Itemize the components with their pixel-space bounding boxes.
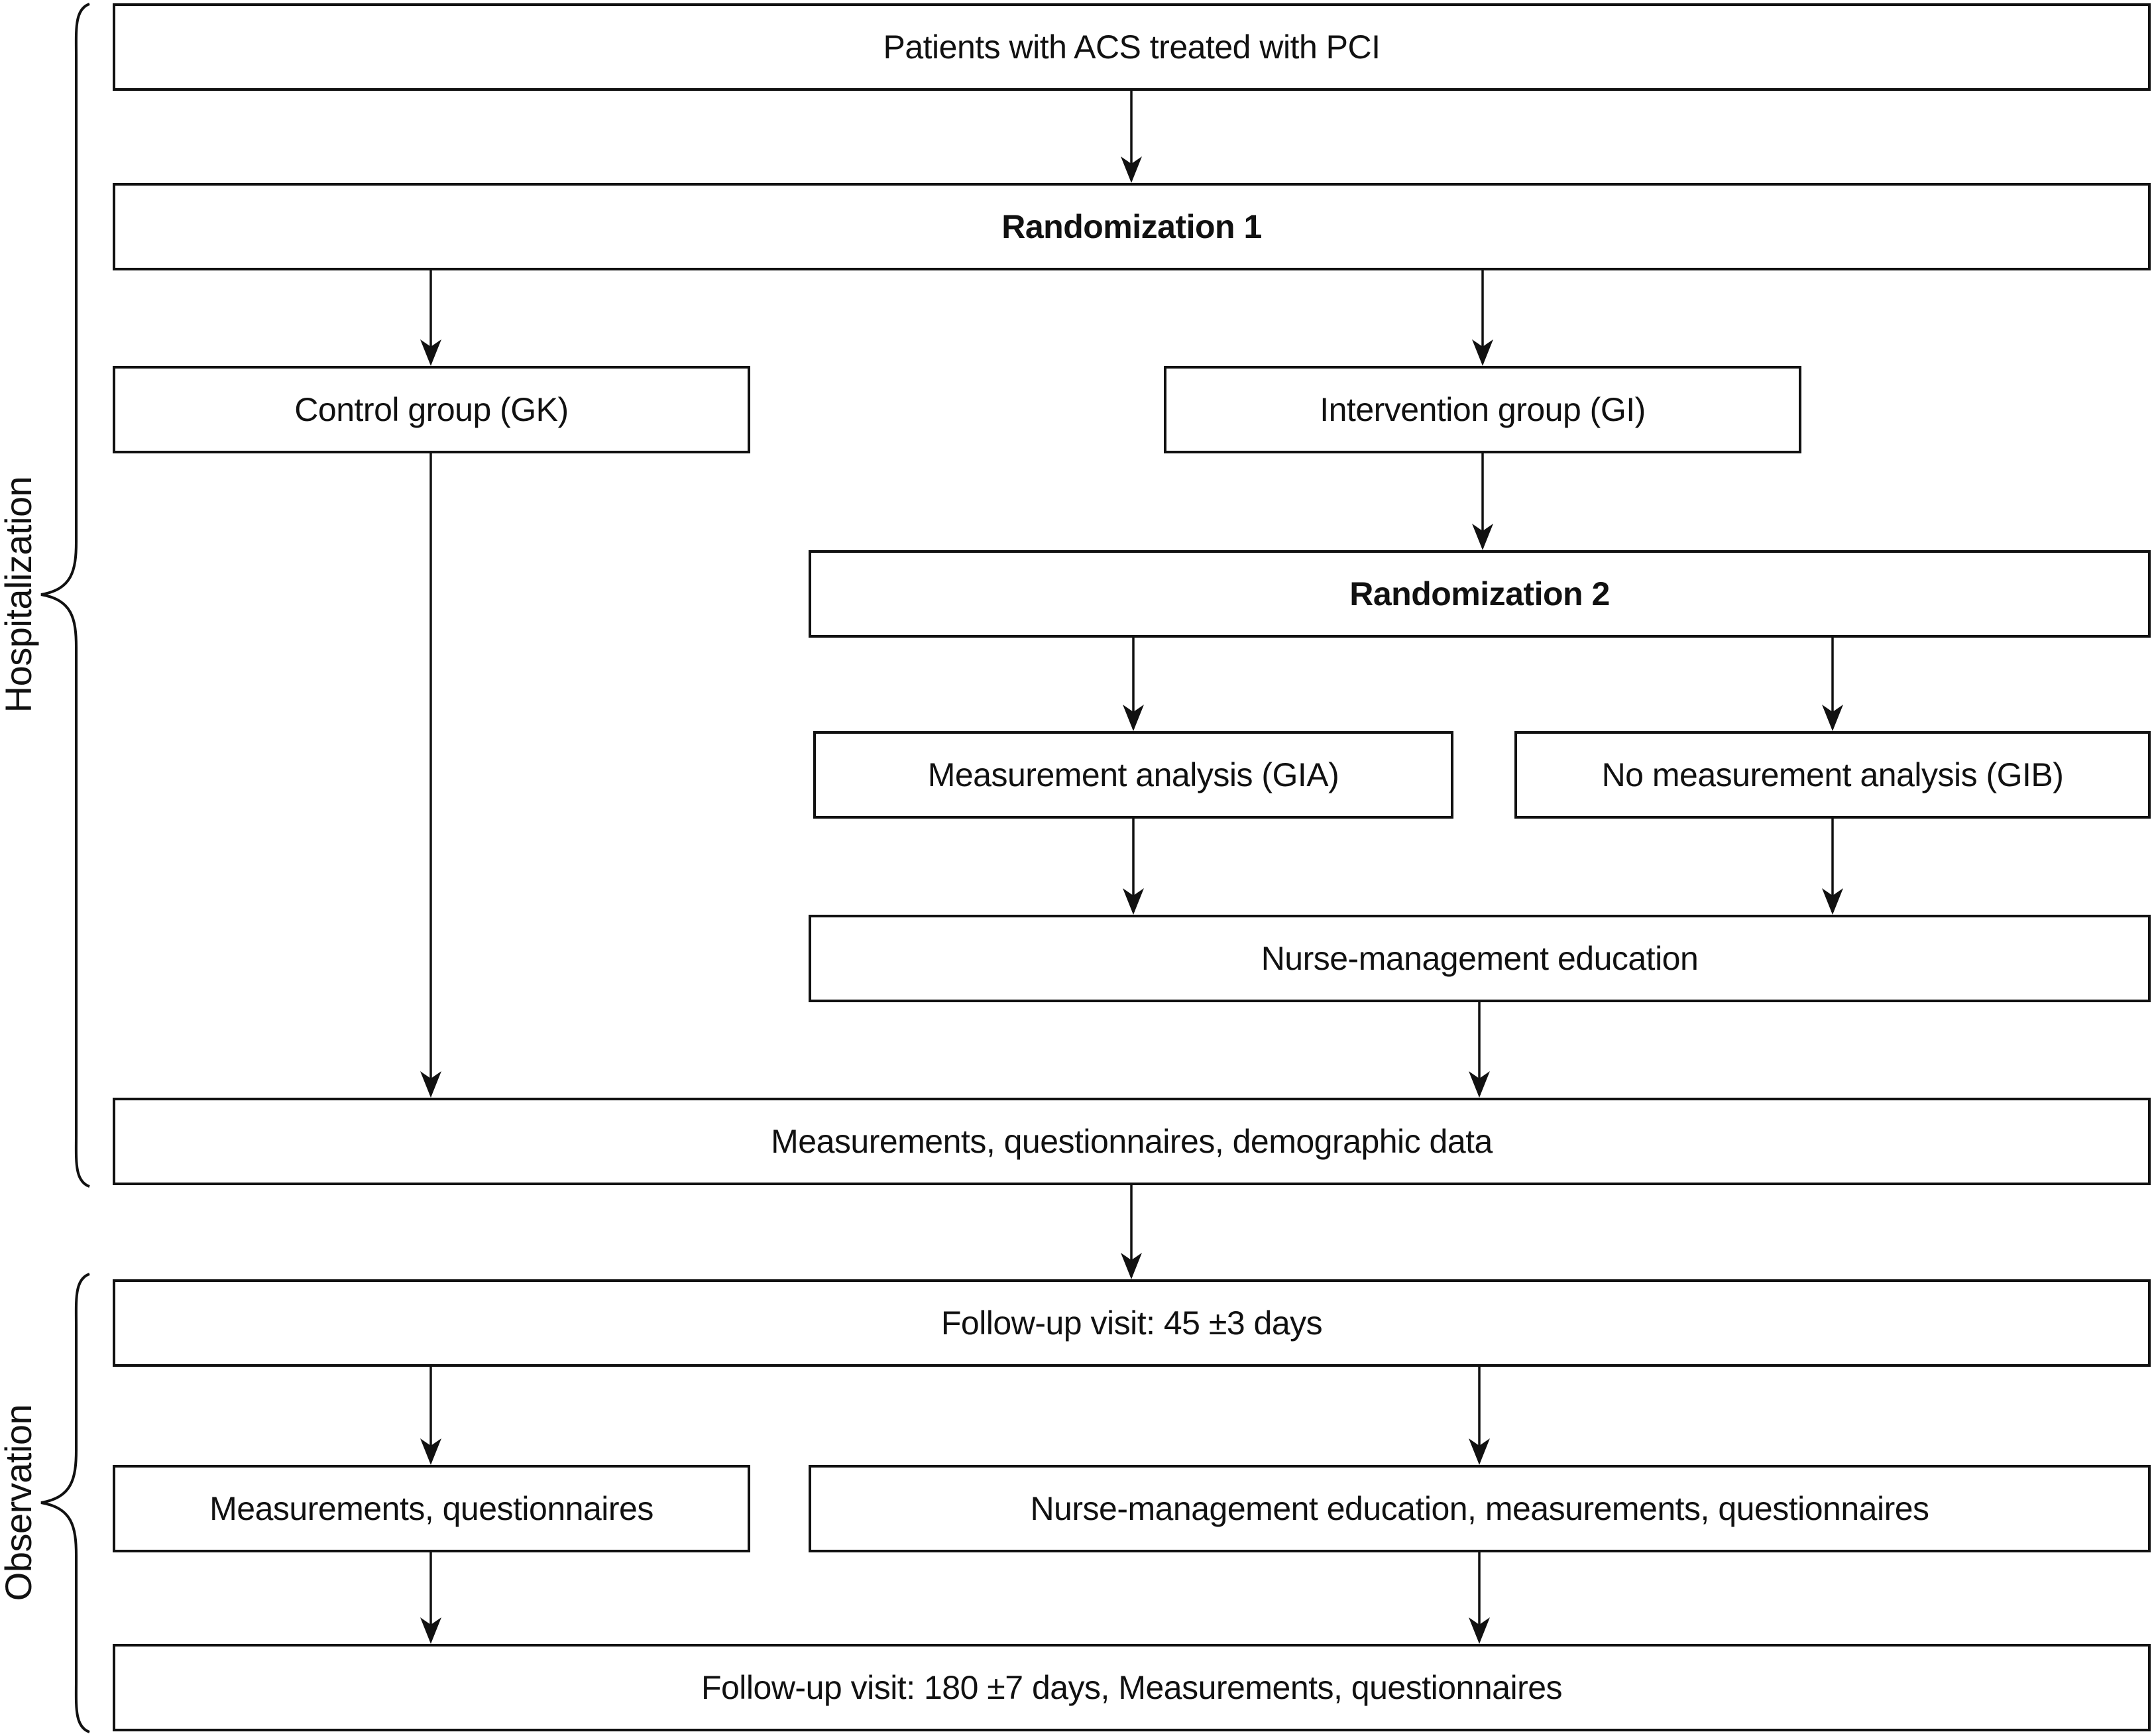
node-randomization-1-label: Randomization 1 [1001, 208, 1262, 245]
phase-label-hospitalization: Hospitalization [0, 476, 39, 713]
node-measurements-questionnaires: Measurements, questionnaires [113, 1465, 750, 1552]
node-measurements-questionnaires-demographic: Measurements, questionnaires, demographi… [113, 1098, 2151, 1185]
node-followup-180: Follow-up visit: 180 ±7 days, Measuremen… [113, 1644, 2151, 1731]
node-control-group: Control group (GK) [113, 366, 750, 453]
node-followup-45: Follow-up visit: 45 ±3 days [113, 1279, 2151, 1367]
node-measurements-questionnaires-label: Measurements, questionnaires [209, 1490, 653, 1527]
hospitalization-brace [40, 3, 90, 1188]
node-no-measurement-analysis-gib: No measurement analysis (GIB) [1514, 731, 2151, 819]
phase-label-observation: Observation [0, 1404, 39, 1601]
node-patients: Patients with ACS treated with PCI [113, 3, 2151, 91]
node-no-measurement-analysis-gib-label: No measurement analysis (GIB) [1601, 756, 2064, 793]
node-measurement-analysis-gia-label: Measurement analysis (GIA) [927, 756, 1339, 793]
node-intervention-group-label: Intervention group (GI) [1320, 391, 1646, 428]
node-followup-45-label: Follow-up visit: 45 ±3 days [940, 1304, 1323, 1342]
node-followup-180-label: Follow-up visit: 180 ±7 days, Measuremen… [701, 1669, 1563, 1706]
node-control-group-label: Control group (GK) [294, 391, 569, 428]
node-nurse-management-education: Nurse-management education [809, 915, 2151, 1002]
node-nurse-management-education-label: Nurse-management education [1261, 940, 1699, 977]
node-randomization-1: Randomization 1 [113, 183, 2151, 270]
node-patients-label: Patients with ACS treated with PCI [883, 29, 1381, 66]
node-randomization-2: Randomization 2 [809, 550, 2151, 638]
observation-brace [40, 1273, 90, 1733]
node-intervention-group: Intervention group (GI) [1164, 366, 1801, 453]
node-measurements-questionnaires-demographic-label: Measurements, questionnaires, demographi… [771, 1123, 1493, 1160]
node-measurement-analysis-gia: Measurement analysis (GIA) [813, 731, 1453, 819]
node-nurse-education-measurements-questionnaires-label: Nurse-management education, measurements… [1030, 1490, 1929, 1527]
node-randomization-2-label: Randomization 2 [1349, 575, 1610, 612]
node-nurse-education-measurements-questionnaires: Nurse-management education, measurements… [809, 1465, 2151, 1552]
